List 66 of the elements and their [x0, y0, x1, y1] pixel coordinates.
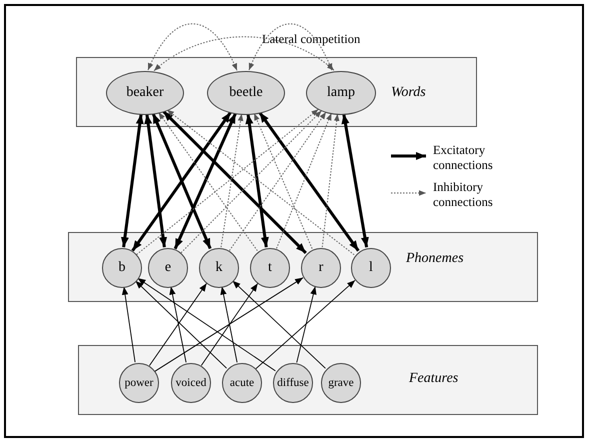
node-label: diffuse [277, 377, 309, 389]
layer-panel [78, 345, 538, 415]
phoneme-node [351, 248, 391, 288]
arrow [258, 112, 360, 252]
feature-node [119, 363, 159, 403]
arrow [245, 114, 269, 248]
competition-arc [154, 36, 334, 72]
arrow [220, 113, 244, 248]
arrow [148, 282, 208, 366]
arrow [322, 113, 340, 248]
arrow [255, 280, 356, 370]
arrow [180, 110, 322, 254]
arrow [154, 277, 304, 372]
feature-node [222, 363, 262, 403]
phoneme-node [301, 248, 341, 288]
annotation-text: Lateral competition [262, 32, 360, 47]
arrow [158, 112, 258, 252]
arrow [228, 112, 326, 252]
arrow [232, 280, 326, 369]
arrow [152, 112, 212, 250]
arrow [120, 114, 144, 248]
layer-label: Features [409, 371, 458, 387]
arrow [220, 286, 238, 363]
phoneme-node [148, 248, 188, 288]
arrow [296, 286, 316, 364]
node-label: t [268, 260, 272, 276]
arrow [135, 280, 227, 369]
layer-panel [68, 232, 538, 302]
layer-label: Words [391, 85, 426, 101]
node-label: power [124, 377, 154, 389]
legend-text: Excitatory connections [433, 143, 494, 173]
node-label: b [118, 260, 126, 276]
node-label: k [216, 260, 222, 276]
phoneme-node [102, 248, 142, 288]
arrow [169, 286, 187, 363]
arrow [136, 108, 319, 256]
node-label: grave [328, 377, 354, 389]
node-label: e [164, 260, 172, 276]
arrow [342, 114, 369, 248]
node-label: voiced [176, 377, 206, 389]
phoneme-node [199, 248, 239, 288]
arrow [122, 286, 136, 363]
arrow [276, 112, 332, 249]
feature-node [273, 363, 313, 403]
node-label: r [318, 260, 324, 276]
arrow [162, 110, 307, 254]
legend-text: Inhibitory connections [433, 180, 494, 210]
arrow [144, 114, 168, 248]
phoneme-node [250, 248, 290, 288]
competition-arc [148, 23, 238, 71]
node-label: lamp [327, 85, 355, 101]
node-label: beetle [229, 85, 263, 101]
feature-node [171, 363, 211, 403]
node-label: beaker [126, 85, 164, 101]
competition-arc [248, 23, 332, 72]
arrow [200, 283, 258, 366]
node-label: acute [230, 377, 254, 389]
feature-node [321, 363, 361, 403]
arrow [174, 112, 237, 250]
arrow [137, 278, 276, 372]
arrow [254, 112, 313, 250]
layer-panel [76, 57, 477, 127]
arrow [166, 109, 355, 256]
node-label: l [369, 260, 373, 276]
arrow [131, 112, 232, 252]
layer-label: Phonemes [406, 251, 464, 267]
